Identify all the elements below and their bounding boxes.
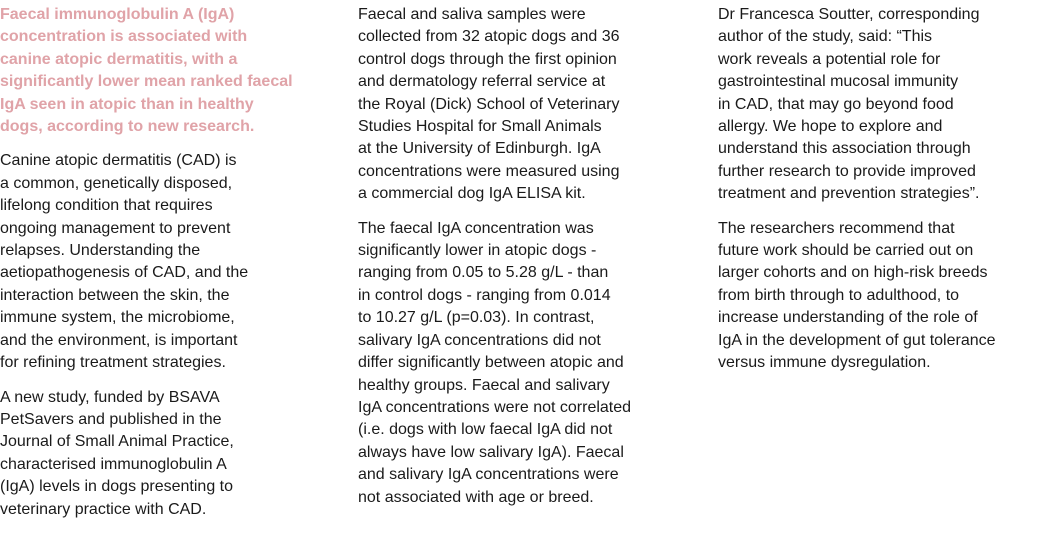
quote-paragraph: Dr Francesca Soutter, corresponding auth… [718, 6, 980, 203]
body-paragraph: Faecal and saliva samples were collected… [358, 6, 620, 203]
article-column-1: Faecal immunoglobulin A (IgA) concentrat… [0, 4, 320, 533]
lead-paragraph: Faecal immunoglobulin A (IgA) concentrat… [0, 6, 293, 136]
body-paragraph: A new study, funded by BSAVA PetSavers a… [0, 388, 234, 518]
body-paragraph: Canine atopic dermatitis (CAD) is a comm… [0, 152, 249, 372]
article-column-2: Faecal and saliva samples were collected… [358, 4, 680, 521]
body-paragraph: The faecal IgA concentration was signifi… [358, 219, 632, 506]
article-column-3: Dr Francesca Soutter, corresponding auth… [718, 4, 1043, 387]
article-page: Faecal immunoglobulin A (IgA) concentrat… [0, 4, 1043, 521]
body-paragraph: The researchers recommend that future wo… [718, 219, 996, 372]
